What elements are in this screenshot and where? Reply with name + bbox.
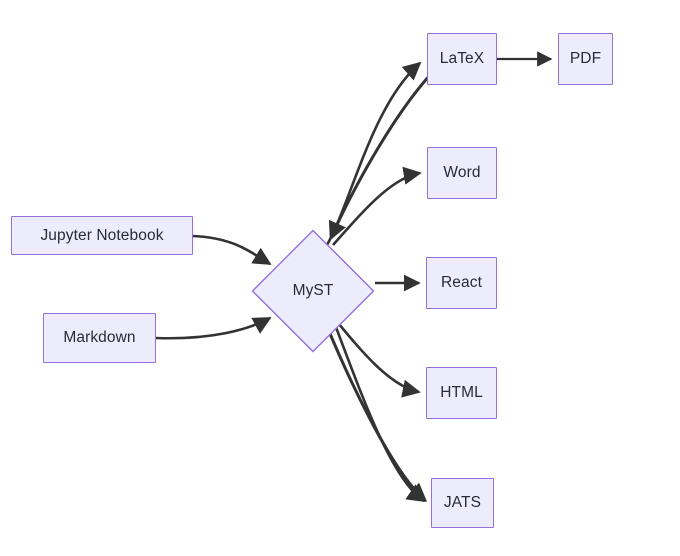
node-jats[interactable]: JATS xyxy=(431,478,494,528)
node-jupyter-notebook[interactable]: Jupyter Notebook xyxy=(11,216,193,255)
node-label-myst: MyST xyxy=(292,282,334,300)
node-label-jupyter-notebook: Jupyter Notebook xyxy=(40,226,164,244)
node-label-jats: JATS xyxy=(443,494,482,512)
edge-myst-to-html xyxy=(332,317,421,398)
node-label-html: HTML xyxy=(440,384,483,402)
node-markdown[interactable]: Markdown xyxy=(43,313,156,363)
node-react[interactable]: React xyxy=(426,257,497,309)
edge-jupyter-to-myst xyxy=(192,234,272,266)
node-label-latex: LaTeX xyxy=(439,50,485,68)
node-label-markdown: Markdown xyxy=(63,329,136,347)
node-pdf[interactable]: PDF xyxy=(558,33,613,85)
node-latex[interactable]: LaTeX xyxy=(427,33,497,85)
edge-markdown-to-myst xyxy=(155,316,272,340)
node-myst[interactable]: MyST xyxy=(251,229,375,353)
node-label-word: Word xyxy=(443,164,481,182)
node-label-pdf: PDF xyxy=(569,50,602,68)
node-label-react: React xyxy=(441,274,482,292)
edge-myst-to-word xyxy=(332,166,422,246)
edge-myst-to-jats xyxy=(332,321,426,503)
edge-latex-to-myst xyxy=(328,74,432,241)
diamond-shape-icon xyxy=(251,229,375,353)
node-word[interactable]: Word xyxy=(427,147,497,199)
node-html[interactable]: HTML xyxy=(426,367,497,419)
